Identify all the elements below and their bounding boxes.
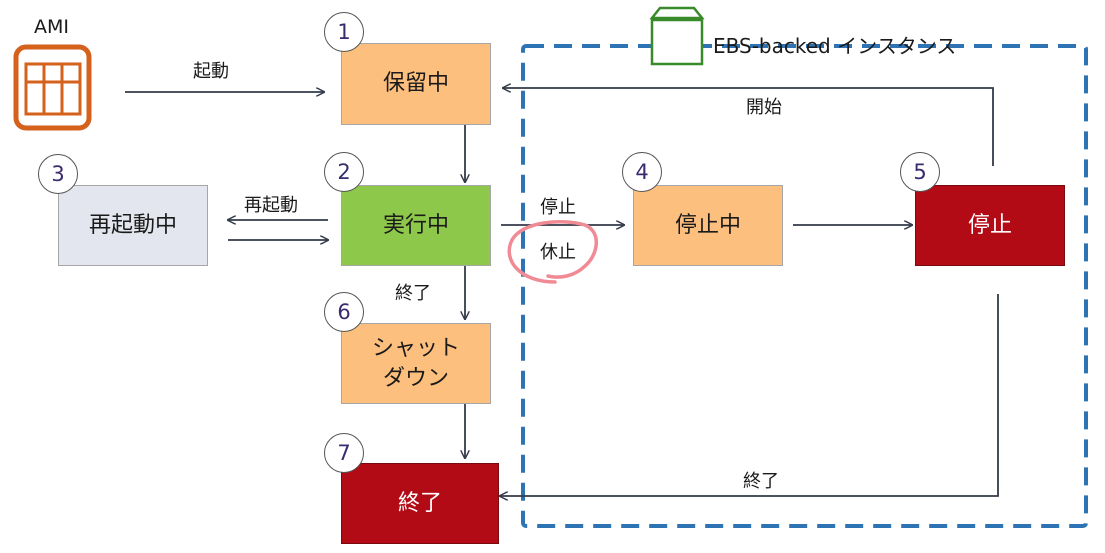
hibernate-annotation-circle [507, 220, 598, 284]
ami-label: AMI [34, 16, 69, 38]
badge-stopped: 5 [900, 152, 940, 192]
badge-running: 2 [324, 152, 364, 192]
transition-terminate-label: 終了 [395, 283, 431, 304]
state-pending: 保留中 [341, 43, 491, 125]
badge-shutting-down: 6 [324, 292, 364, 332]
transition-launch-label: 起動 [193, 61, 229, 82]
transition-terminate-stopped-label: 終了 [743, 471, 779, 492]
state-stopped: 停止 [915, 185, 1065, 266]
state-rebooting: 再起動中 [58, 185, 208, 266]
transition-stop-label: 停止 [540, 197, 576, 218]
state-terminated: 終了 [341, 463, 499, 544]
state-running: 実行中 [341, 185, 491, 266]
state-stopping: 停止中 [633, 185, 783, 266]
transition-reboot-label: 再起動 [244, 195, 298, 216]
arrow-stopped-to-terminated [500, 294, 999, 496]
state-shutting-down: シャット ダウン [341, 323, 491, 404]
badge-pending: 1 [324, 12, 364, 52]
transition-start-label: 開始 [746, 97, 782, 118]
badge-rebooting: 3 [38, 154, 78, 194]
ebs-label: EBS-backed インスタンス [713, 34, 957, 58]
badge-terminated: 7 [324, 433, 364, 473]
transition-hibernate-label: 休止 [540, 242, 576, 263]
ebs-container-border [521, 44, 1088, 528]
badge-stopping: 4 [622, 152, 662, 192]
ebs-volume-icon [649, 6, 705, 66]
arrow-stopped-to-pending [503, 88, 994, 166]
ami-grid-icon [13, 44, 92, 131]
